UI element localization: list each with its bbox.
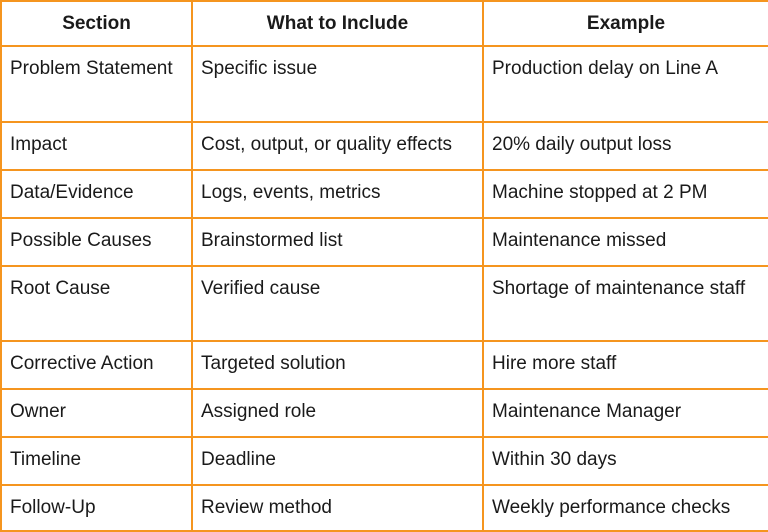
cell-section: Corrective Action — [0, 340, 193, 390]
cell-example: Maintenance missed — [482, 217, 768, 267]
cell-what-to-include: Cost, output, or quality effects — [191, 121, 484, 171]
cell-example: Shortage of maintenance staff — [482, 265, 768, 342]
cell-example: Hire more staff — [482, 340, 768, 390]
cell-section: Follow-Up — [0, 484, 193, 532]
cell-what-to-include: Assigned role — [191, 388, 484, 438]
cell-section: Timeline — [0, 436, 193, 486]
cell-section: Data/Evidence — [0, 169, 193, 219]
header-example: Example — [482, 0, 768, 47]
cell-what-to-include: Deadline — [191, 436, 484, 486]
header-section: Section — [0, 0, 193, 47]
cell-section: Impact — [0, 121, 193, 171]
cell-what-to-include: Specific issue — [191, 45, 484, 123]
header-what-to-include: What to Include — [191, 0, 484, 47]
cell-section: Root Cause — [0, 265, 193, 342]
cell-section: Problem Statement — [0, 45, 193, 123]
cell-what-to-include: Verified cause — [191, 265, 484, 342]
cell-section: Owner — [0, 388, 193, 438]
cell-example: Within 30 days — [482, 436, 768, 486]
cell-section: Possible Causes — [0, 217, 193, 267]
cell-what-to-include: Targeted solution — [191, 340, 484, 390]
cell-example: Weekly performance checks — [482, 484, 768, 532]
cell-example: Production delay on Line A — [482, 45, 768, 123]
header-row: Section What to Include Example — [0, 0, 768, 47]
cell-what-to-include: Logs, events, metrics — [191, 169, 484, 219]
cell-example: Maintenance Manager — [482, 388, 768, 438]
cell-example: Machine stopped at 2 PM — [482, 169, 768, 219]
cell-what-to-include: Brainstormed list — [191, 217, 484, 267]
cell-example: 20% daily output loss — [482, 121, 768, 171]
cell-what-to-include: Review method — [191, 484, 484, 532]
